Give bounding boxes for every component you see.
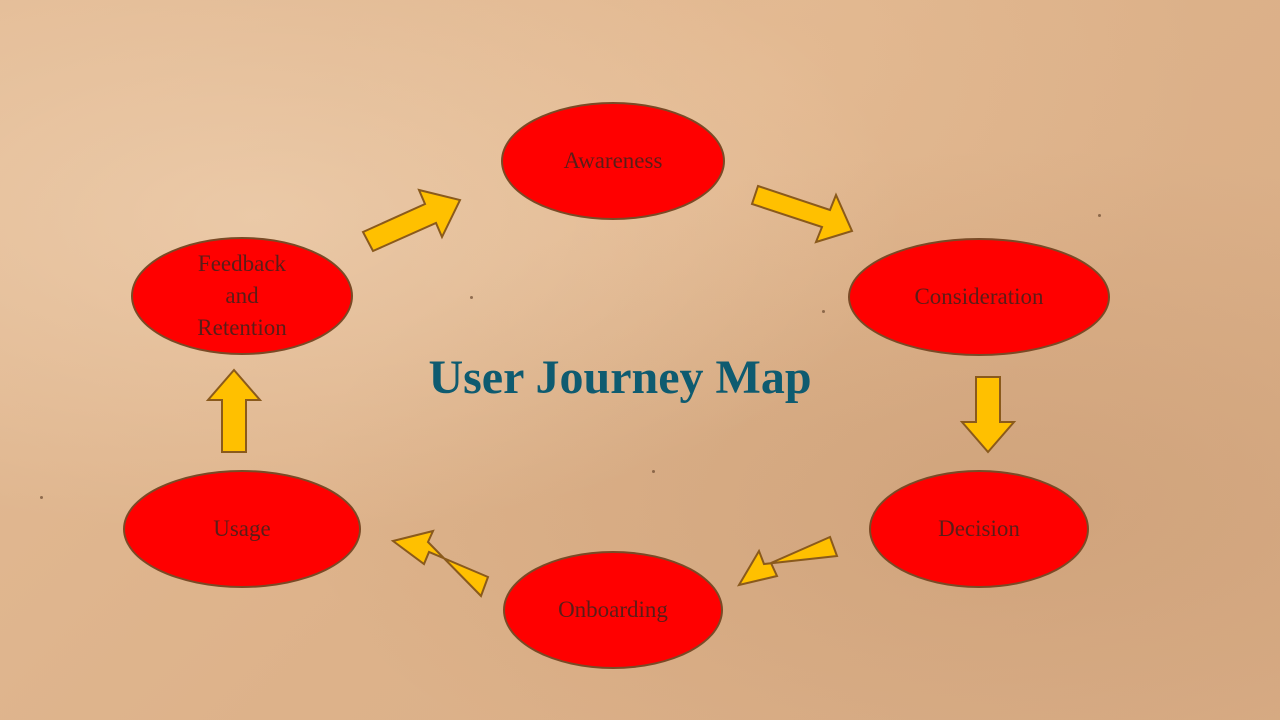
arrow-feedback-to-awareness: [361, 188, 462, 253]
stage-label-feedback: Feedback and Retention: [197, 251, 287, 340]
stage-label-decision: Decision: [938, 516, 1020, 541]
stage-node-feedback: Feedback and Retention: [131, 237, 353, 355]
arrow-usage-to-feedback: [205, 368, 263, 453]
arrow-decision-to-onboarding: [736, 535, 839, 587]
paper-speck: [470, 296, 473, 299]
paper-speck: [822, 310, 825, 313]
paper-speck: [1098, 214, 1101, 217]
arrow-consideration-to-decision: [959, 376, 1017, 454]
paper-speck: [40, 496, 43, 499]
stage-label-onboarding: Onboarding: [558, 597, 668, 622]
diagram-title: User Journey Map: [428, 351, 812, 404]
stage-node-usage: Usage: [123, 470, 361, 588]
paper-speck: [652, 470, 655, 473]
stage-node-awareness: Awareness: [501, 102, 725, 220]
arrow-awareness-to-consideration: [750, 184, 854, 244]
stage-label-consideration: Consideration: [914, 284, 1044, 309]
stage-label-awareness: Awareness: [563, 148, 663, 173]
arrow-onboarding-to-usage: [390, 529, 490, 598]
stage-node-consideration: Consideration: [848, 238, 1110, 356]
stage-node-decision: Decision: [869, 470, 1089, 588]
stage-label-usage: Usage: [213, 516, 271, 541]
stage-node-onboarding: Onboarding: [503, 551, 723, 669]
